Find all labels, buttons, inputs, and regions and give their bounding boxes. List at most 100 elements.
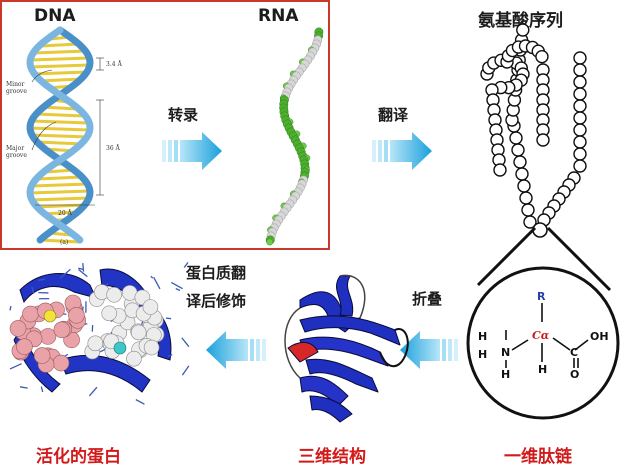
amino-acid-bead — [516, 23, 530, 37]
protein-atom-white — [130, 324, 147, 341]
protein-side-chain — [19, 386, 28, 389]
primary-peptide-label: 一维肽链 — [504, 447, 572, 467]
protein-side-chain — [9, 305, 12, 311]
base-pair — [32, 182, 88, 188]
amino-acid-bead — [573, 99, 587, 113]
rna-title: RNA — [258, 6, 299, 26]
r-group-label: R — [537, 290, 546, 303]
amino-acid-bead — [535, 49, 549, 64]
amino-acid-bead — [573, 135, 587, 149]
protein-side-chain — [170, 281, 183, 290]
c-label: C — [570, 346, 578, 359]
base-pair — [31, 196, 89, 202]
base-pair — [36, 112, 84, 118]
h-ca-label: H — [538, 363, 547, 376]
folding-arrow — [400, 331, 458, 369]
amino-acid-chain — [480, 23, 587, 238]
base-pair — [37, 140, 83, 146]
protein-side-chain — [165, 317, 172, 320]
protein-atom-pink — [53, 321, 71, 339]
protein-side-chain — [150, 275, 154, 279]
dna-panel — [0, 0, 330, 250]
base-pair — [34, 49, 86, 55]
amino-acid-bead — [573, 123, 587, 137]
protein-side-chain — [82, 262, 85, 272]
protein-side-chain — [175, 287, 181, 292]
base-pair — [35, 203, 85, 209]
tertiary-ribbon — [284, 274, 409, 423]
ptm-arrow — [206, 331, 266, 369]
protein-side-chain — [31, 286, 35, 294]
base-pair — [33, 70, 87, 76]
h-bottom-label: H — [501, 368, 510, 381]
amino-acid-bead — [521, 203, 535, 217]
amino-acid-bead — [573, 111, 587, 125]
amino-acid-bead — [509, 131, 523, 145]
protein-side-chain — [167, 354, 173, 358]
protein-atom-white — [143, 339, 160, 356]
panel-label: (a) — [60, 239, 68, 246]
amino-acid-bead — [493, 163, 507, 177]
major-groove-label: groove — [6, 152, 27, 159]
protein-atom-yellow — [43, 309, 57, 323]
o-label: O — [570, 368, 579, 381]
folding-label: 折叠 — [412, 290, 443, 308]
base-pair — [37, 175, 83, 181]
dna-title: DNA — [34, 6, 76, 26]
base-pair — [31, 133, 89, 139]
base-pair — [30, 63, 90, 69]
amino-acid-bead — [515, 167, 529, 181]
h-top-label: H — [478, 330, 487, 343]
amino-acid-bead — [573, 75, 587, 89]
protein-side-chain — [181, 337, 190, 348]
rna-base — [266, 238, 274, 246]
protein-side-chain — [40, 386, 44, 393]
dna-annotations — [31, 57, 104, 206]
h-n-label: H — [478, 348, 487, 361]
minor-groove-label: groove — [6, 88, 27, 95]
alpha-carbon-label: Cα — [532, 329, 550, 342]
protein-atom-white — [142, 299, 159, 315]
transcription-arrow — [162, 132, 222, 170]
ptm-label-line1: 蛋白质翻 — [186, 264, 247, 282]
protein-side-chain — [183, 261, 189, 268]
amino-acid-sequence-title: 氨基酸序列 — [478, 11, 563, 31]
protein-atom-pink — [9, 320, 27, 337]
amino-acid-bead — [536, 133, 550, 147]
turn-label: 36 Å — [106, 144, 121, 152]
active-protein-model — [9, 261, 190, 405]
ptm-label-line2: 译后修饰 — [186, 292, 247, 310]
amino-acid-bead — [573, 147, 587, 161]
base-pair — [41, 42, 79, 48]
protein-side-chain — [78, 268, 88, 278]
base-pair — [30, 56, 90, 62]
amino-acid-bead — [573, 87, 587, 101]
protein-atom-pink — [68, 306, 85, 324]
protein-atom-pink — [39, 328, 57, 345]
protein-side-chain — [88, 386, 98, 397]
oh-label: OH — [590, 330, 609, 343]
pitch-label: 3.4 Å — [106, 60, 122, 68]
protein-atom-pink — [22, 305, 39, 323]
protein-atom-white — [87, 335, 104, 352]
base-pair — [29, 126, 91, 132]
amino-acid-bead — [513, 155, 527, 169]
n-label: N — [501, 346, 510, 359]
rna-helix — [265, 27, 324, 246]
translation-label: 翻译 — [378, 106, 409, 124]
protein-atom-white — [101, 305, 118, 322]
base-pair — [30, 189, 90, 195]
protein-side-chain — [38, 278, 46, 282]
amino-acid-bead — [573, 159, 587, 173]
magnifier — [466, 226, 620, 420]
amino-acid-structure — [505, 303, 589, 368]
base-pair — [40, 238, 80, 244]
protein-side-chain — [135, 399, 145, 405]
protein-atom-pink — [52, 354, 70, 372]
amino-acid-bead — [573, 51, 587, 65]
protein-side-chain — [59, 268, 71, 279]
amino-acid-bead — [519, 191, 533, 205]
protein-side-chain — [9, 363, 22, 370]
active-protein-label: 活化的蛋白 — [36, 447, 121, 467]
protein-atom-cyan — [113, 341, 127, 355]
